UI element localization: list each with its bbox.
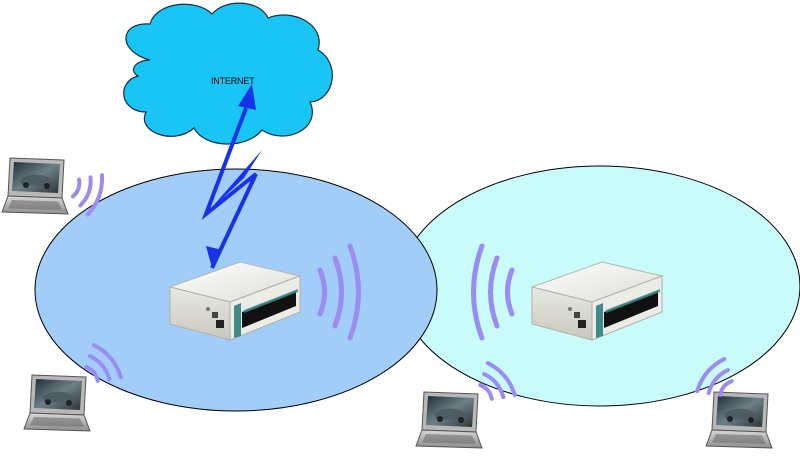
internet-cloud: INTERNET <box>123 2 333 145</box>
internet-label: INTERNET <box>211 76 255 86</box>
laptop-bottom-left <box>23 374 91 432</box>
laptop-bottom-center <box>415 391 483 449</box>
laptop-top-left <box>1 157 69 215</box>
internet-link-arrow <box>201 84 262 269</box>
laptop-bottom-right <box>705 391 773 449</box>
